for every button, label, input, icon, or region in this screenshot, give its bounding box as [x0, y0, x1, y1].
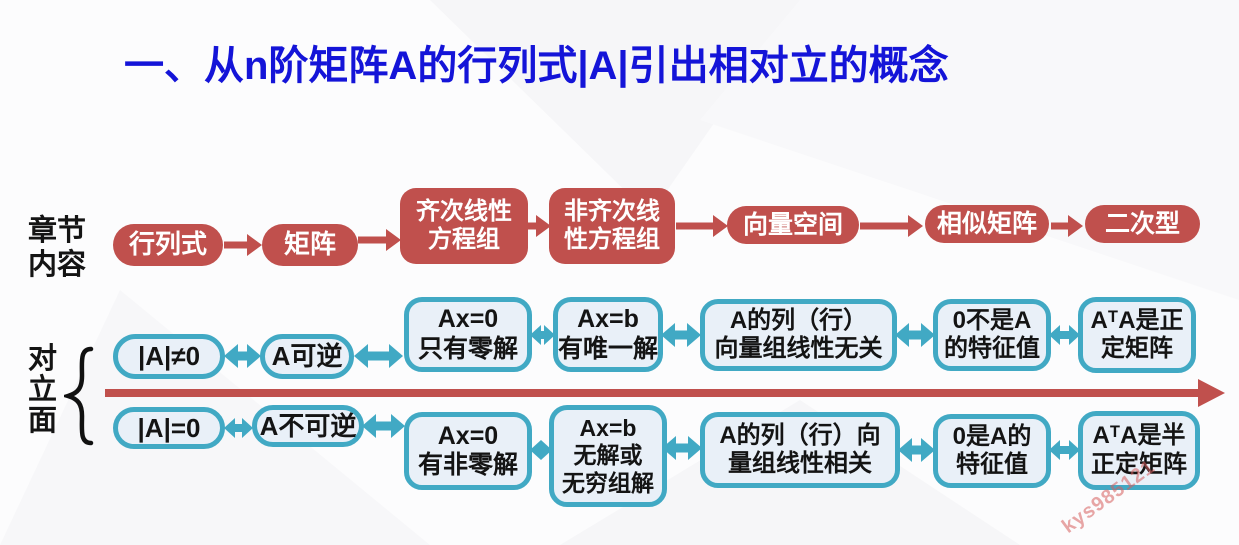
chapter-box-homogeneous-system: 齐次线性 方程组	[400, 188, 528, 264]
equiv-arrow-icon	[530, 322, 555, 348]
equiv-arrow-icon	[354, 343, 403, 369]
equiv-arrow-icon	[1049, 437, 1080, 463]
top-box-invertible: A可逆	[260, 334, 354, 379]
chapter-box-vector-space: 向量空间	[727, 206, 859, 244]
main-axis-arrow-icon	[105, 378, 1225, 408]
flow-arrow-icon	[358, 229, 401, 251]
equiv-arrow-icon	[530, 437, 552, 463]
equiv-arrow-icon	[895, 322, 935, 348]
bottom-box-zero-is-eigenvalue: 0是A的 特征值	[933, 414, 1051, 488]
equiv-arrow-icon	[898, 437, 935, 463]
chapter-box-quadratic-form: 二次型	[1085, 205, 1200, 243]
bottom-box-no-or-infinite-solutions: Ax=b 无解或 无穷组解	[549, 405, 667, 507]
equiv-arrow-icon	[661, 322, 701, 348]
flow-arrow-icon	[224, 234, 262, 256]
opposition-label: 对 立 面	[28, 343, 58, 437]
top-box-linearly-independent: A的列（行） 向量组线性无关	[700, 299, 897, 371]
equiv-arrow-icon	[362, 413, 405, 439]
bottom-box-det-zero: |A|=0	[113, 407, 225, 449]
page-title: 一、从n阶矩阵A的行列式|A|引出相对立的概念	[124, 44, 949, 88]
equiv-arrow-icon	[224, 415, 253, 441]
chapter-box-determinant: 行列式	[113, 224, 223, 266]
bottom-box-positive-semidefinite: AᵀA是半 正定矩阵	[1078, 411, 1200, 490]
equiv-arrow-icon	[224, 343, 261, 369]
flow-arrow-icon	[860, 215, 923, 237]
flow-arrow-icon	[527, 215, 551, 237]
bottom-box-nonzero-solution: Ax=0 有非零解	[404, 412, 532, 490]
top-box-positive-definite: AᵀA是正 定矩阵	[1078, 297, 1196, 373]
brace-icon	[64, 346, 94, 446]
equiv-arrow-icon	[662, 435, 702, 461]
chapter-box-similar-matrix: 相似矩阵	[925, 205, 1049, 243]
chapter-row-label: 章节 内容	[28, 215, 87, 281]
top-box-det-nonzero: |A|≠0	[113, 334, 225, 379]
flow-arrow-icon	[1051, 215, 1083, 237]
top-box-zero-not-eigenvalue: 0不是A 的特征值	[933, 299, 1051, 371]
equiv-arrow-icon	[1049, 322, 1080, 348]
flow-arrow-icon	[676, 215, 728, 237]
top-box-only-zero-solution: Ax=0 只有零解	[404, 297, 532, 372]
top-box-unique-solution: Ax=b 有唯一解	[553, 297, 663, 372]
chapter-box-matrix: 矩阵	[262, 224, 358, 266]
bottom-box-not-invertible: A不可逆	[252, 405, 364, 447]
bottom-box-linearly-dependent: A的列（行）向 量组线性相关	[700, 412, 900, 488]
chapter-box-nonhomogeneous-system: 非齐次线 性方程组	[549, 188, 675, 264]
